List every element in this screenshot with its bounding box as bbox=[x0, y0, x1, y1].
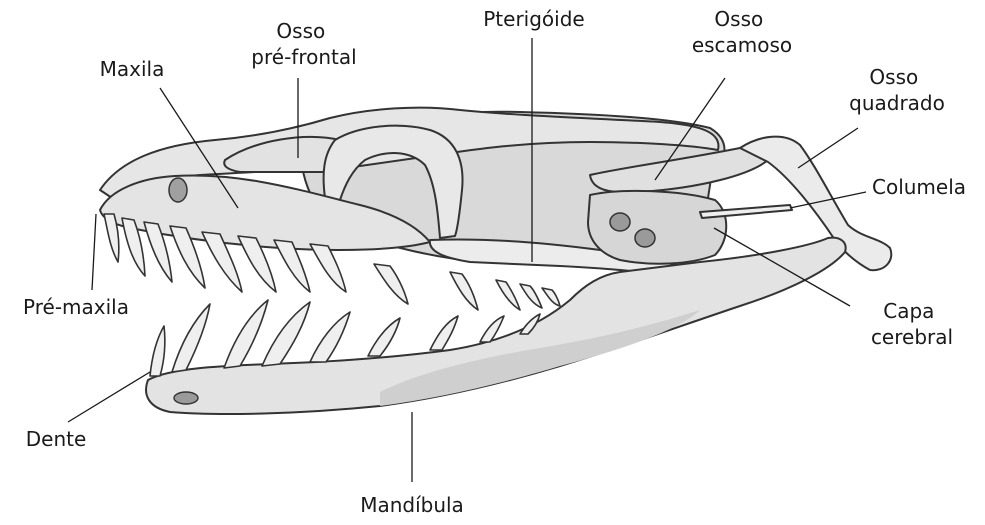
label-osso-escamoso: Osso escamoso bbox=[692, 7, 792, 57]
lower-tooth bbox=[262, 302, 310, 366]
otic-capsule-shape bbox=[588, 191, 726, 264]
upper-tooth bbox=[450, 272, 478, 310]
leader-osso-quadrado bbox=[798, 128, 858, 168]
label-capa-cerebral: Capa cerebral bbox=[871, 299, 953, 349]
label-maxila: Maxila bbox=[100, 57, 165, 81]
leader-dente bbox=[68, 372, 150, 422]
upper-tooth bbox=[374, 264, 408, 304]
upper-tooth bbox=[542, 288, 560, 306]
skull-illustration bbox=[100, 108, 891, 414]
lower-tooth bbox=[310, 312, 350, 362]
label-osso-pre-frontal: Osso pré-frontal bbox=[251, 19, 356, 69]
otic-foramen-2 bbox=[635, 229, 655, 247]
lower-tooth bbox=[224, 300, 268, 368]
mandible-foramen bbox=[174, 392, 198, 404]
label-pterigoide: Pterigóide bbox=[483, 7, 584, 31]
lower-tooth bbox=[368, 318, 400, 356]
otic-foramen-1 bbox=[610, 213, 630, 231]
leader-pre-maxila bbox=[92, 214, 96, 290]
label-mandibula: Mandíbula bbox=[360, 493, 464, 517]
upper-tooth bbox=[520, 284, 542, 308]
label-columela: Columela bbox=[872, 175, 966, 199]
lower-tooth bbox=[430, 316, 458, 350]
label-osso-quadrado: Osso quadrado bbox=[849, 65, 945, 115]
upper-tooth bbox=[104, 214, 119, 262]
nasal-foramen bbox=[169, 178, 187, 202]
lower-tooth bbox=[172, 304, 210, 372]
upper-tooth bbox=[496, 280, 520, 310]
lower-tooth bbox=[150, 326, 165, 376]
label-pre-maxila: Pré-maxila bbox=[23, 295, 129, 319]
label-dente: Dente bbox=[26, 427, 87, 451]
upper-tooth bbox=[310, 244, 346, 292]
